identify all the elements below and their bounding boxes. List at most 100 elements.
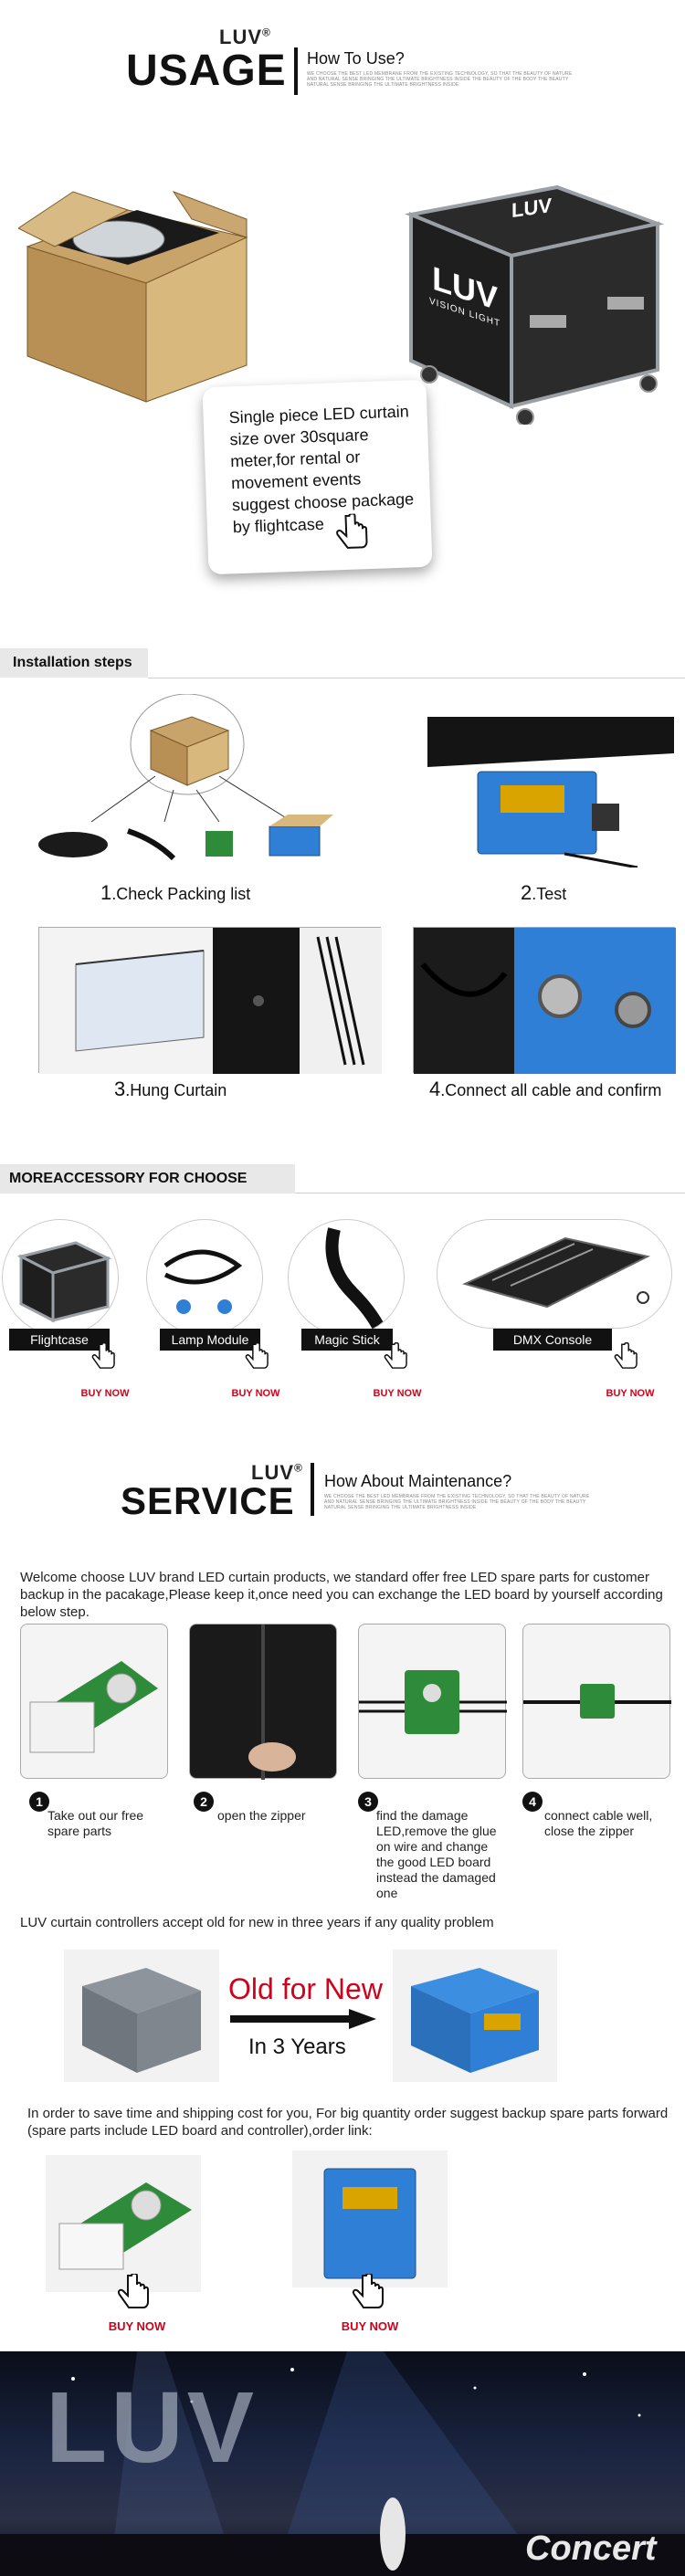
step-1-num: 1: [100, 881, 112, 904]
installation-title: Installation steps: [13, 655, 132, 670]
step-4-label: .Connect all cable and confirm: [440, 1081, 662, 1099]
service-brand-text: LUV: [251, 1461, 294, 1484]
magic-stick-icon: [325, 1227, 386, 1333]
flightcase-tip-text: Single piece LED curtain size over 30squ…: [228, 402, 415, 537]
old-controller-icon: [82, 1968, 201, 2073]
controller-test-icon: [427, 717, 674, 869]
step-3-label: .Hung Curtain: [125, 1081, 227, 1099]
accessory-flightcase-label[interactable]: Flightcase: [9, 1329, 110, 1351]
step-2-label: .Test: [532, 885, 567, 903]
concert-brand: LUV: [46, 2371, 258, 2484]
step-2-num: 2: [521, 881, 532, 904]
maint-step-2-image: [189, 1624, 337, 1780]
old-controller-image: [64, 1950, 219, 2082]
led-board-icon: [29, 1661, 158, 1753]
installation-header: Installation steps: [0, 648, 148, 678]
service-brand: LUV®: [251, 1461, 303, 1485]
service-registered: ®: [294, 1461, 303, 1475]
usage-brand-text: LUV: [219, 26, 262, 48]
concert-word: Concert: [525, 2529, 657, 2568]
cable-icon: [163, 1249, 243, 1314]
usage-title: USAGE: [126, 47, 287, 95]
maint-step-4-text: connect cable well, close the zipper: [544, 1808, 653, 1838]
accessory-flightcase-buy[interactable]: BUY NOW: [80, 1388, 130, 1399]
spare-controller-icon: [323, 2168, 416, 2279]
cable-connect-icon: [523, 1684, 671, 1719]
step-3-caption: 3.Hung Curtain: [114, 1078, 227, 1101]
new-controller-icon: [411, 1968, 539, 2073]
usage-subtitle: How To Use?: [307, 49, 405, 68]
accessory-magic-stick-image[interactable]: [288, 1219, 405, 1336]
usage-header: LUV® USAGE How To Use? WE CHOOSE THE BES…: [0, 0, 685, 119]
accessory-dmx-console-label[interactable]: DMX Console: [493, 1329, 612, 1351]
cardboard-box-photo: [17, 173, 256, 411]
usage-registered: ®: [262, 26, 271, 39]
test-illustration: [427, 717, 674, 869]
spare-led-board-icon: [58, 2182, 192, 2270]
flightcase-icon: [404, 184, 665, 426]
service-title: SERVICE: [121, 1479, 295, 1522]
maint-step-1-text: Take out our free spare parts: [47, 1808, 144, 1838]
hand-cursor-icon: [352, 2274, 384, 2308]
maint-step-4-num: 4: [522, 1792, 543, 1812]
stage-lights-icon: [0, 2351, 685, 2576]
buy-now-spare-board[interactable]: BUY NOW: [108, 2319, 166, 2333]
accessory-lamp-module-image[interactable]: [146, 1219, 263, 1336]
accessory-title: MOREACCESSORY FOR CHOOSE: [9, 1171, 248, 1186]
accessory-header: MOREACCESSORY FOR CHOOSE: [0, 1164, 295, 1193]
step-4-caption: 4.Connect all cable and confirm: [429, 1078, 661, 1101]
maint-step-2-text: open the zipper: [217, 1808, 306, 1823]
packing-list-icon: [38, 693, 333, 861]
hand-cursor-icon: [245, 1342, 269, 1369]
accessory-lamp-module-label[interactable]: Lamp Module: [160, 1329, 260, 1351]
connect-cable-icon: [414, 928, 676, 1074]
arrow-right-icon: [230, 2009, 376, 2029]
accessory-dmx-console-image[interactable]: [437, 1219, 672, 1329]
accessory-flightcase-image[interactable]: [2, 1219, 119, 1336]
hand-cursor-icon: [336, 513, 368, 549]
zipper-icon: [248, 1624, 296, 1780]
maint-step-3-image: [358, 1624, 507, 1779]
spare-controller-image: [292, 2150, 448, 2287]
buy-now-spare-controller[interactable]: BUY NOW: [341, 2319, 399, 2333]
usage-divider: [294, 47, 298, 95]
step-1-label: .Check Packing list: [111, 885, 251, 903]
hand-cursor-icon: [91, 1342, 115, 1369]
led-replace-icon: [359, 1670, 507, 1734]
flightcase-tip-card: Single piece LED curtain size over 30squ…: [202, 379, 433, 575]
accessory-magic-stick-buy[interactable]: BUY NOW: [373, 1388, 422, 1399]
step-2-caption: 2.Test: [521, 881, 566, 905]
usage-fine-text: WE CHOOSE THE BEST LED MEMBRANE FROM THE…: [307, 71, 573, 88]
hung-curtain-illustration: [38, 927, 382, 1074]
new-controller-image: [393, 1950, 557, 2082]
hung-curtain-icon: [39, 928, 382, 1074]
concert-banner: LUV Concert: [0, 2351, 685, 2576]
usage-brand: LUV®: [219, 26, 271, 49]
accessory-magic-stick-label[interactable]: Magic Stick: [301, 1329, 393, 1351]
dmx-console-icon: [462, 1236, 650, 1309]
packing-list-illustration: [37, 693, 338, 867]
maint-step-3-num: 3: [358, 1792, 378, 1812]
maint-step-1-num: 1: [29, 1792, 49, 1812]
accessory-dmx-console-buy[interactable]: BUY NOW: [606, 1388, 655, 1399]
service-divider: [311, 1463, 314, 1516]
service-subtitle: How About Maintenance?: [324, 1472, 512, 1490]
step-1-caption: 1.Check Packing list: [100, 881, 250, 905]
service-header: LUV® SERVICE How About Maintenance? WE C…: [0, 1452, 685, 1534]
old-for-new-title: Old for New: [228, 1972, 383, 2005]
flightcase-photo: LUV LUV VISION LIGHT: [374, 178, 667, 426]
hand-cursor-icon: [117, 2274, 149, 2308]
step-3-num: 3: [114, 1078, 126, 1100]
maint-step-4-image: [522, 1624, 671, 1779]
step-4-num: 4: [429, 1078, 441, 1100]
maint-step-3-text: find the damage LED,remove the glue on w…: [376, 1808, 497, 1900]
accessory-lamp-module-buy[interactable]: BUY NOW: [231, 1388, 280, 1399]
maint-step-2-num: 2: [194, 1792, 214, 1812]
connect-cable-illustration: [413, 927, 676, 1074]
cardboard-box-icon: [17, 190, 248, 403]
maint-step-1-image: [20, 1624, 168, 1779]
controller-note: LUV curtain controllers accept old for n…: [20, 1915, 494, 1930]
flightcase-small-icon: [16, 1241, 112, 1323]
service-intro: Welcome choose LUV brand LED curtain pro…: [20, 1570, 663, 1620]
old-for-new-years: In 3 Years: [248, 2035, 346, 2059]
